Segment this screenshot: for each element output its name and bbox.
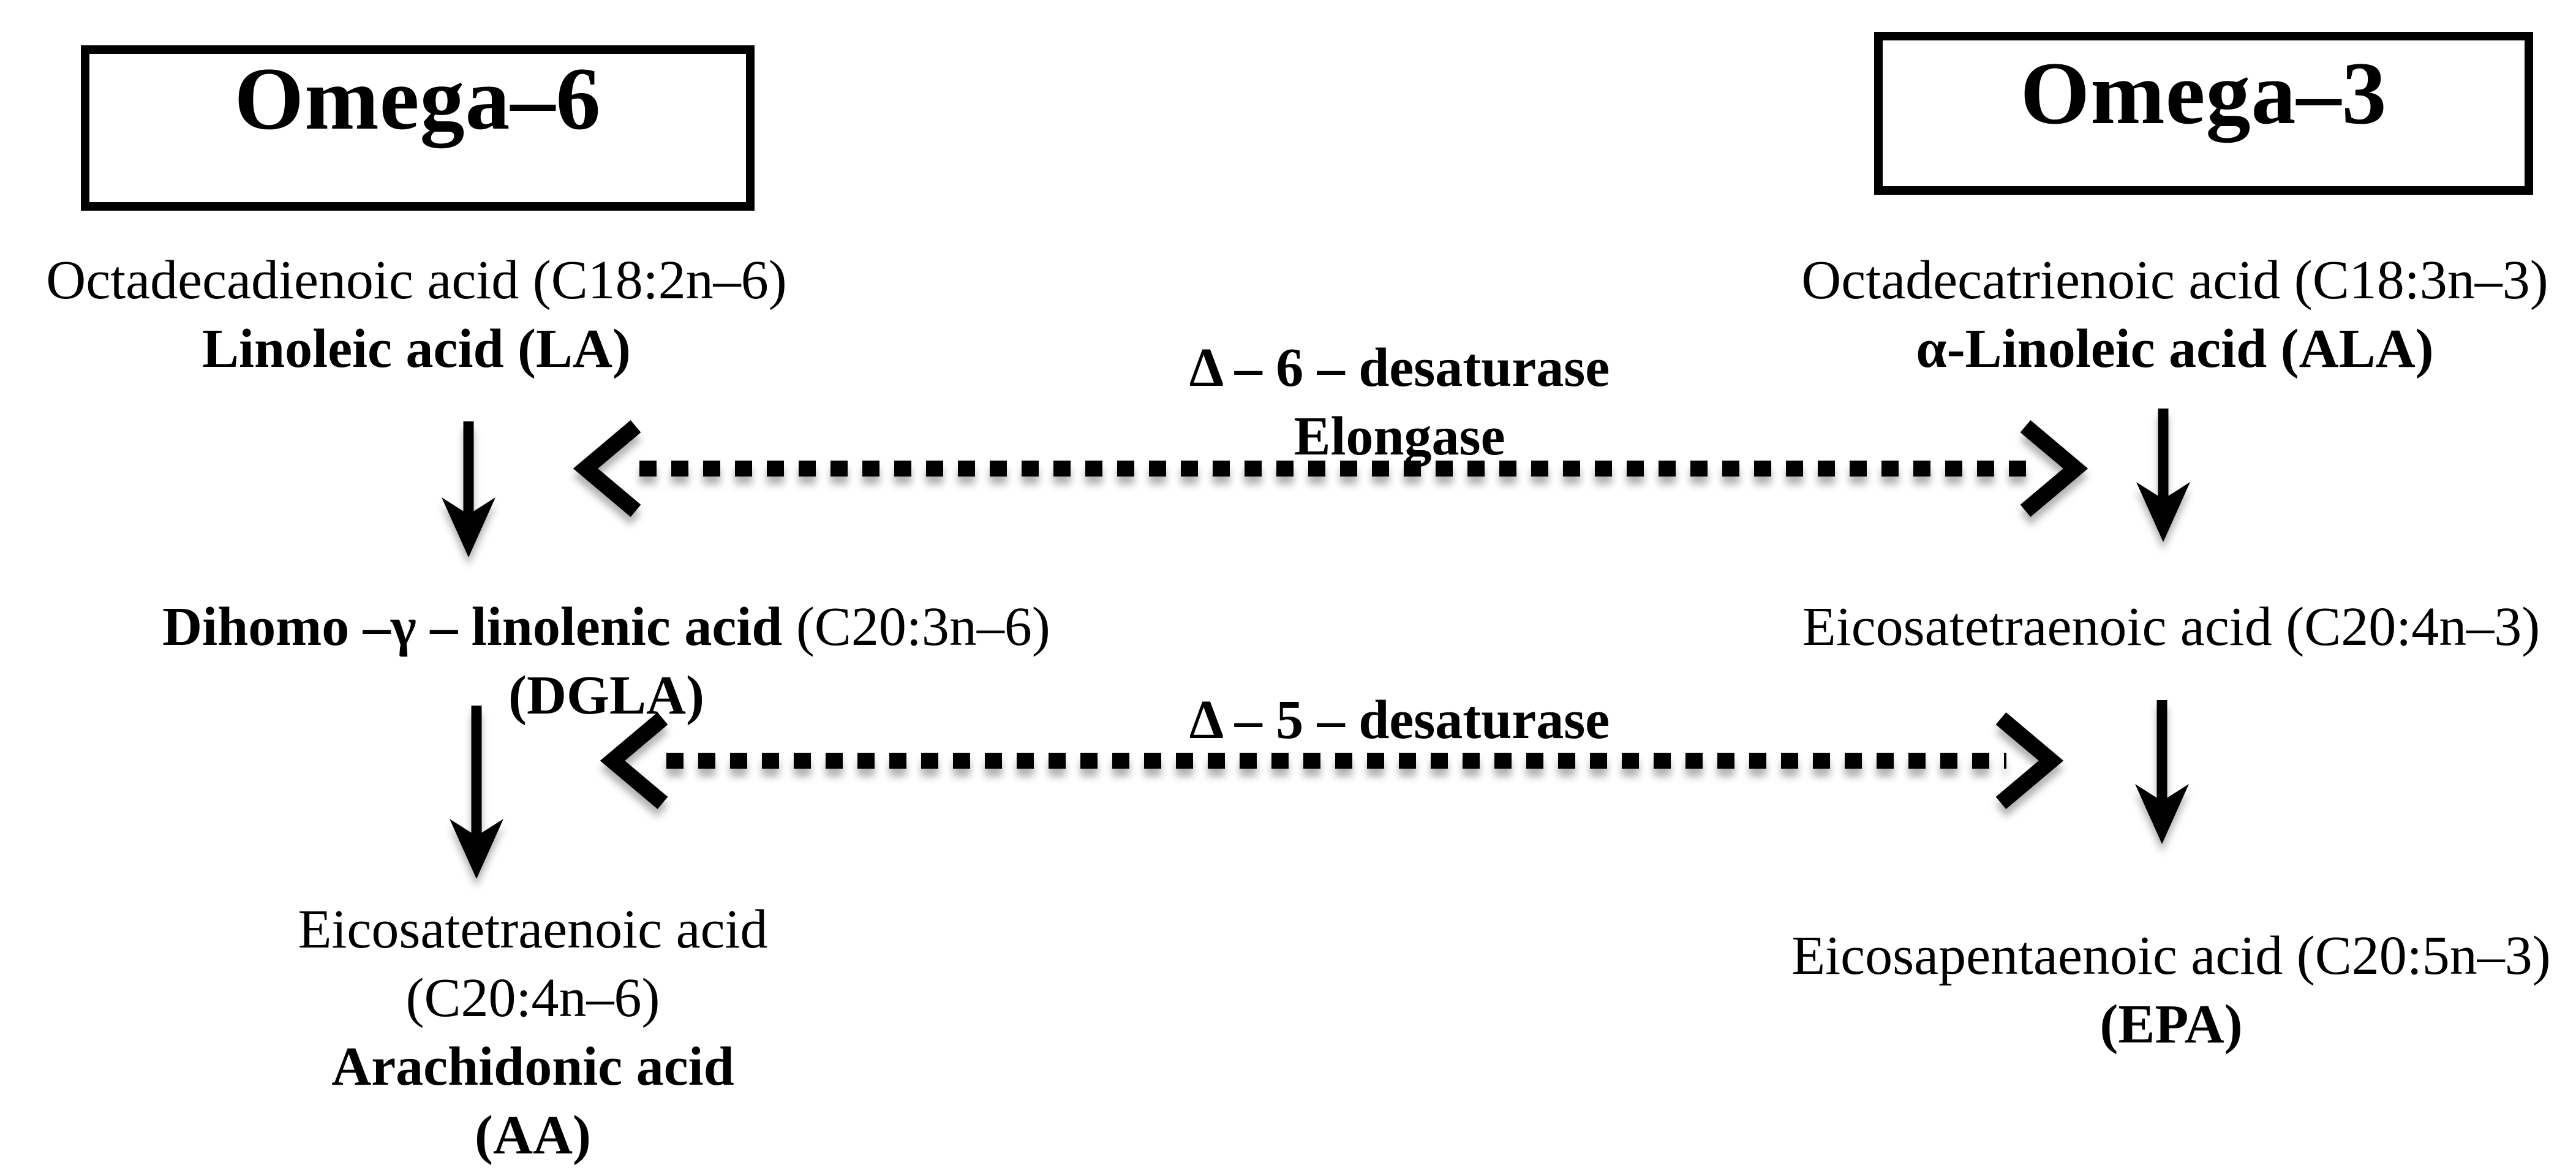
node-epa-name: Eicosapentaenoic acid (C20:5n–3) <box>1791 925 2551 986</box>
node-epa: Eicosapentaenoic acid (C20:5n–3) (EPA) <box>1770 922 2572 1059</box>
dotted-double-arrow-step2-icon <box>600 712 2064 809</box>
node-linoleic-acid-common: Linoleic acid (LA) <box>202 318 631 379</box>
node-aa-formula: (C20:4n–6) <box>405 968 660 1028</box>
down-arrow-ala-to-eta-icon <box>2136 409 2190 542</box>
node-aa-abbrev: (AA) <box>475 1105 591 1166</box>
node-alpha-linoleic-acid-systematic: Octadecatrienoic acid (C18:3n–3) <box>1801 250 2548 311</box>
node-dgla-name-line: Dihomo –γ – linolenic acid (C20:3n–6) <box>147 593 1066 661</box>
arrow-head <box>450 819 503 879</box>
down-arrow-dgla-to-aa-icon <box>450 706 503 879</box>
enzyme-elongase: Elongase <box>1294 406 1505 467</box>
arrow-head <box>442 497 495 557</box>
omega6-title: Omega–6 <box>234 49 601 148</box>
node-epa-abbrev: (EPA) <box>2100 994 2243 1055</box>
arrow-head <box>2136 482 2190 542</box>
omega3-title: Omega–3 <box>2020 43 2387 143</box>
node-alpha-linoleic-acid: Octadecatrienoic acid (C18:3n–3) α-Linol… <box>1774 246 2576 383</box>
down-arrow-eta-to-epa-icon <box>2135 700 2189 844</box>
node-linoleic-acid: Octadecadienoic acid (C18:2n–6) Linoleic… <box>18 246 815 383</box>
node-aa-common: Arachidonic acid <box>331 1036 734 1097</box>
enzyme-delta6-desaturase: Δ – 6 – desaturase <box>1189 337 1610 398</box>
node-dgla: Dihomo –γ – linolenic acid (C20:3n–6) (D… <box>147 593 1066 730</box>
node-dgla-name-bold: Dihomo –γ – linolenic acid <box>162 597 783 657</box>
node-eicosatetraenoic-n3: Eicosatetraenoic acid (C20:4n–3) <box>1770 593 2572 661</box>
node-eicosatetraenoic-n3-name: Eicosatetraenoic acid (C20:4n–3) <box>1802 597 2540 657</box>
node-aa-systematic: Eicosatetraenoic acid <box>298 899 768 960</box>
enzyme-delta5-desaturase: Δ – 5 – desaturase <box>1189 690 1610 750</box>
arrow-head <box>2135 784 2189 844</box>
node-dgla-abbrev: (DGLA) <box>508 665 704 726</box>
right-chevron-arrowhead <box>1995 712 2064 809</box>
omega6-title-box: Omega–6 <box>81 45 755 211</box>
left-chevron-arrowhead <box>600 712 668 809</box>
dotted-double-arrow-step1-icon <box>573 420 2088 517</box>
node-linoleic-acid-systematic: Octadecadienoic acid (C18:2n–6) <box>46 250 787 311</box>
left-chevron-arrowhead <box>573 420 641 517</box>
omega3-title-box: Omega–3 <box>1874 32 2533 195</box>
node-alpha-linoleic-acid-common: α-Linoleic acid (ALA) <box>1916 318 2434 379</box>
enzyme-label-step2: Δ – 5 – desaturase <box>1087 686 1712 755</box>
enzyme-label-step1: Δ – 6 – desaturase Elongase <box>1087 334 1712 471</box>
down-arrow-la-to-dgla-icon <box>442 421 495 557</box>
node-arachidonic-acid: Eicosatetraenoic acid (C20:4n–6) Arachid… <box>165 895 900 1168</box>
right-chevron-arrowhead <box>2020 420 2088 517</box>
node-dgla-name-formula: (C20:3n–6) <box>782 597 1050 657</box>
